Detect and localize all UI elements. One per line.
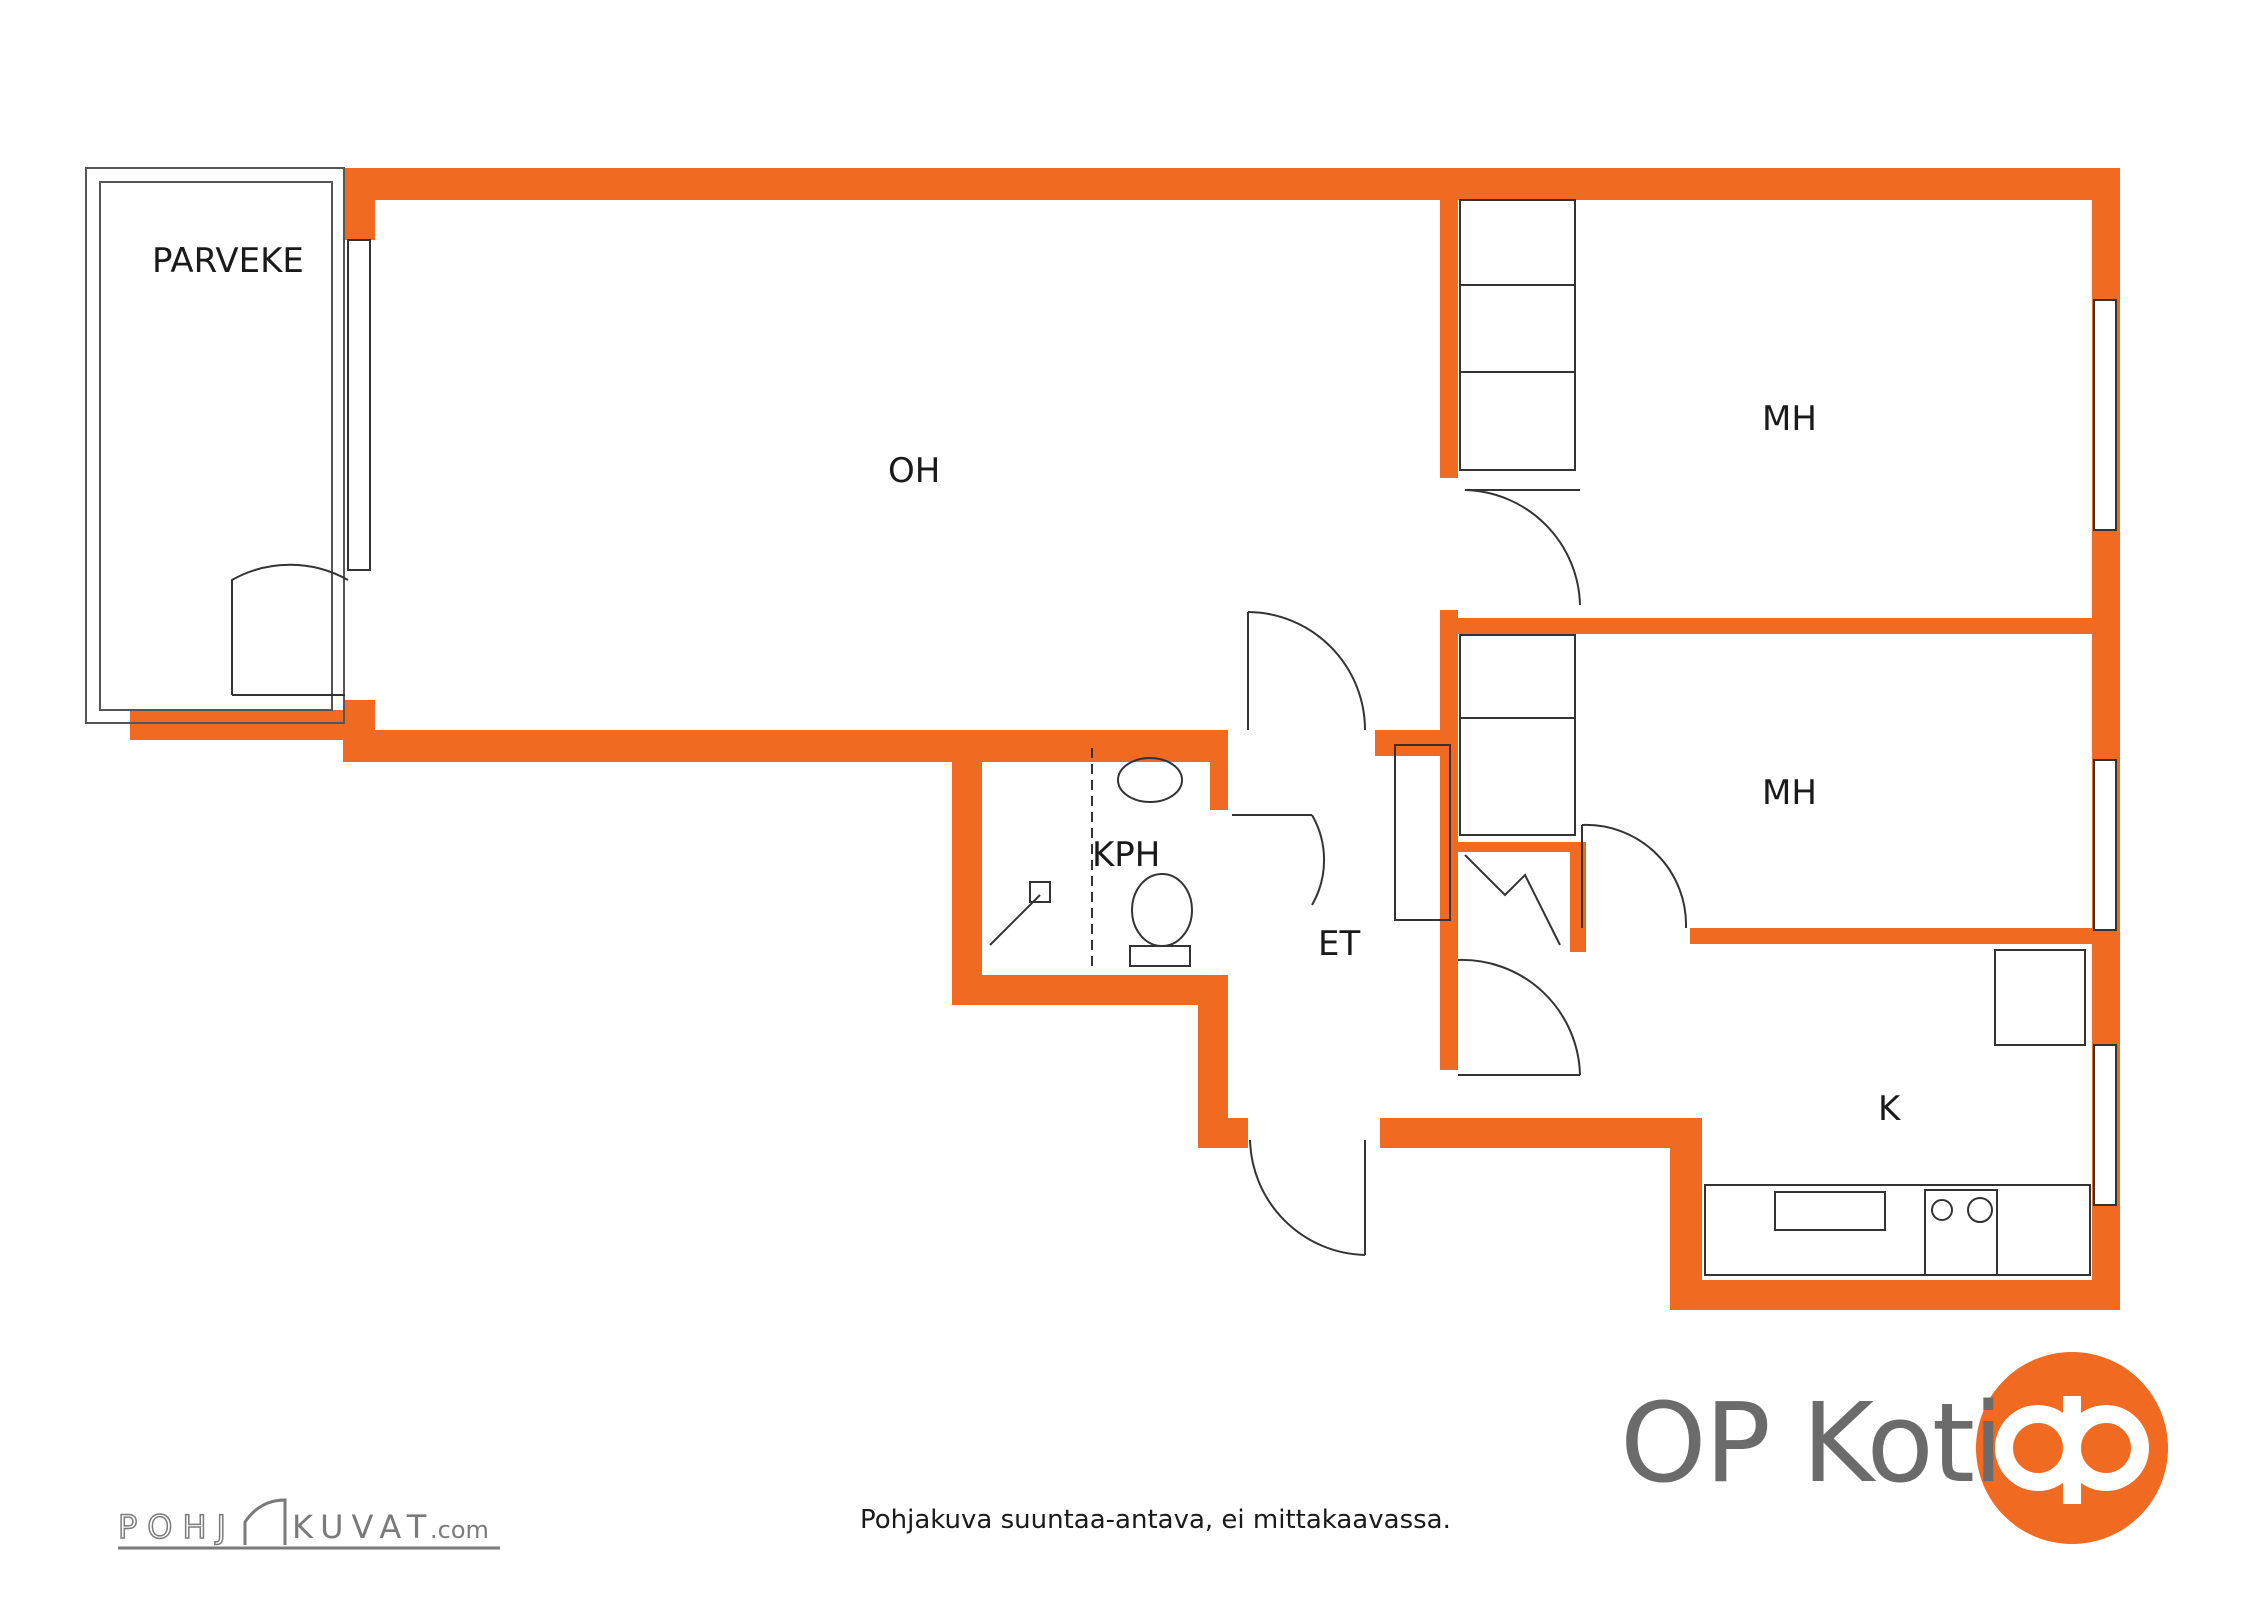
- watermark-logo: POHJ KUVAT .com: [117, 1498, 500, 1550]
- disclaimer-text: Pohjakuva suuntaa-antava, ei mittakaavas…: [860, 1505, 1451, 1535]
- room-label-oh: OH: [888, 451, 940, 491]
- room-label-kph: KPH: [1092, 835, 1160, 875]
- brand-name: OP Koti: [1620, 1379, 2004, 1507]
- walls: [130, 168, 2120, 1310]
- toilet: [1131, 873, 1193, 947]
- watermark-right-text: KUVAT: [292, 1508, 434, 1546]
- room-label-mh-top: MH: [1762, 399, 1817, 439]
- doors: [231, 489, 1688, 1256]
- windows: [347, 239, 2117, 1206]
- watermark-suffix-text: .com: [430, 1516, 489, 1544]
- room-label-parveke: PARVEKE: [152, 241, 304, 281]
- closets: [1394, 199, 1576, 946]
- sink: [1117, 757, 1183, 803]
- room-label-et: ET: [1318, 924, 1360, 964]
- watermark-left-text: POHJ: [118, 1508, 236, 1546]
- room-label-mh-mid: MH: [1762, 773, 1817, 813]
- room-labels: PARVEKE OH MH MH KPH ET K: [152, 241, 1902, 1129]
- balcony-outline: [85, 167, 345, 724]
- op-logo-icon: [1976, 1352, 2168, 1544]
- watermark-arch-icon: [243, 1498, 287, 1545]
- kitchen-fixtures: [1704, 949, 2091, 1276]
- bathroom-fixtures: [989, 748, 1193, 970]
- room-label-k: K: [1878, 1089, 1902, 1129]
